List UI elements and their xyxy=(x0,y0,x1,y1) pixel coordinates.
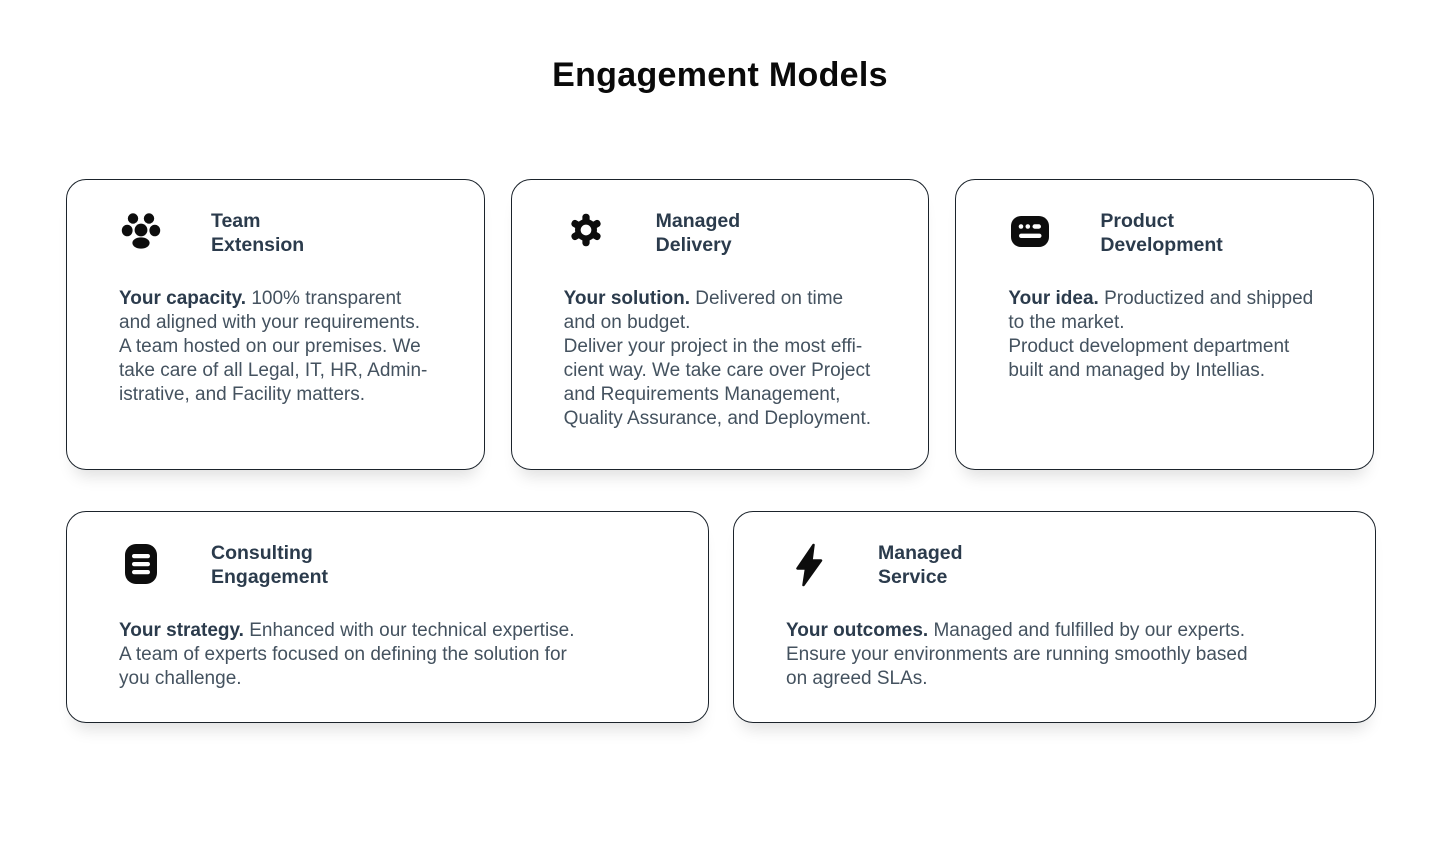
card-body-text: Enhanced with our technical expertise. A… xyxy=(119,620,575,689)
card-consulting-engagement: Consulting Engagement Your strategy. Enh… xyxy=(66,511,709,723)
team-icon xyxy=(119,209,163,255)
product-card-icon xyxy=(1008,209,1052,255)
card-body-text: Productized and shipped to the market. P… xyxy=(1008,288,1314,381)
card-body-lead: Your capacity. xyxy=(119,288,247,309)
gear-icon xyxy=(564,209,608,255)
card-title: Consulting Engagement xyxy=(211,542,329,588)
card-body-text: 100% transparent and aligned with your r… xyxy=(119,288,428,405)
card-body-lead: Your strategy. xyxy=(119,620,244,641)
cards-row-top: Team Extension Your capacity. 100% trans… xyxy=(66,179,1375,470)
card-body: Your outcomes. Managed and fulfilled by … xyxy=(734,619,1375,719)
card-body: Your strategy. Enhanced with our technic… xyxy=(67,619,708,719)
card-head: Consulting Engagement xyxy=(67,512,708,589)
card-title: Team Extension xyxy=(211,210,305,256)
card-title: Product Development xyxy=(1100,210,1223,256)
card-title: Managed Service xyxy=(878,542,963,588)
card-product-development: Product Development Your idea. Productiz… xyxy=(955,179,1375,470)
card-body-lead: Your outcomes. xyxy=(786,620,929,641)
card-head: Managed Delivery xyxy=(512,180,929,257)
cards-row-bottom: Consulting Engagement Your strategy. Enh… xyxy=(66,511,1376,723)
card-title: Managed Delivery xyxy=(655,210,741,256)
card-head: Managed Service xyxy=(734,512,1375,589)
card-body: Your capacity. 100% transparent and alig… xyxy=(67,287,484,435)
card-managed-service: Managed Service Your outcomes. Managed a… xyxy=(733,511,1376,723)
card-team-extension: Team Extension Your capacity. 100% trans… xyxy=(66,179,485,470)
lightning-icon xyxy=(786,541,830,587)
card-head: Team Extension xyxy=(67,180,484,257)
card-body: Your idea. Productized and shipped to th… xyxy=(956,287,1373,411)
card-body-text: Managed and fulfilled by our experts. En… xyxy=(786,620,1248,689)
card-head: Product Development xyxy=(956,180,1373,257)
card-managed-delivery: Managed Delivery Your solution. Delivere… xyxy=(510,179,930,470)
card-body-text: Delivered on time and on budget. Deliver… xyxy=(563,288,872,429)
card-body: Your solution. Delivered on time and on … xyxy=(512,287,929,459)
card-body-lead: Your idea. xyxy=(1008,288,1099,309)
page-title: Engagement Models xyxy=(552,56,888,94)
card-body-lead: Your solution. xyxy=(563,288,690,309)
list-icon xyxy=(119,541,163,587)
